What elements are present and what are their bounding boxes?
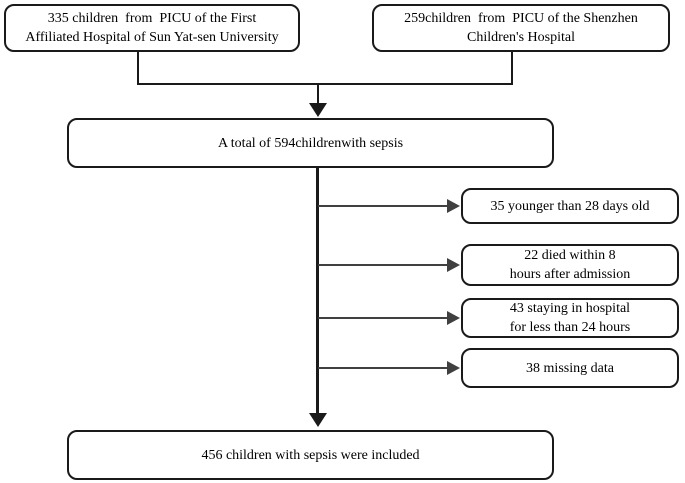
- node-total: A total of 594childrenwith sepsis: [67, 118, 554, 168]
- connector-merge-horizontal: [137, 83, 513, 85]
- branch-line-3: [318, 317, 449, 319]
- branch-line-1: [318, 205, 449, 207]
- branch-line-4: [318, 367, 449, 369]
- connector-merge-stem: [317, 85, 319, 105]
- connector-right-drop: [511, 52, 513, 85]
- branch-line-2: [318, 264, 449, 266]
- node-excluded-newborns: 35 younger than 28 days old: [461, 188, 679, 224]
- arrow-right-2-icon: [447, 258, 460, 272]
- node-source-left-line1: 335 children from PICU of the First: [47, 11, 257, 26]
- arrow-down-to-included-icon: [309, 413, 327, 427]
- node-excluded-died-line2: hours after admission: [509, 267, 631, 282]
- node-excluded-newborns-line1: 35 younger than 28 days old: [490, 198, 650, 214]
- connector-left-drop: [137, 52, 139, 85]
- arrow-right-1-icon: [447, 199, 460, 213]
- node-included: 456 children with sepsis were included: [67, 430, 554, 480]
- node-excluded-missing: 38 missing data: [461, 348, 679, 388]
- node-excluded-short-stay-line2: for less than 24 hours: [509, 320, 631, 335]
- node-included-line1: 456 children with sepsis were included: [201, 447, 420, 463]
- node-source-left: 335 children from PICU of the First Affi…: [4, 4, 300, 52]
- arrow-right-3-icon: [447, 311, 460, 325]
- node-excluded-died: 22 died within 8 hours after admission: [461, 244, 679, 286]
- node-source-right-line1: 259children from PICU of the Shenzhen: [404, 11, 638, 26]
- node-excluded-died-line1: 22 died within 8: [524, 248, 616, 263]
- node-source-left-line2: Affiliated Hospital of Sun Yat-sen Unive…: [25, 30, 279, 45]
- node-excluded-short-stay-line1: 43 staying in hospital: [509, 301, 631, 316]
- node-source-right: 259children from PICU of the Shenzhen Ch…: [372, 4, 670, 52]
- connector-main-trunk: [316, 168, 319, 415]
- node-total-line1: A total of 594childrenwith sepsis: [217, 135, 404, 151]
- node-excluded-missing-line1: 38 missing data: [526, 360, 614, 376]
- arrow-right-4-icon: [447, 361, 460, 375]
- arrow-down-to-total-icon: [309, 103, 327, 117]
- node-source-right-line2: Children's Hospital: [467, 30, 575, 45]
- node-excluded-short-stay: 43 staying in hospital for less than 24 …: [461, 298, 679, 338]
